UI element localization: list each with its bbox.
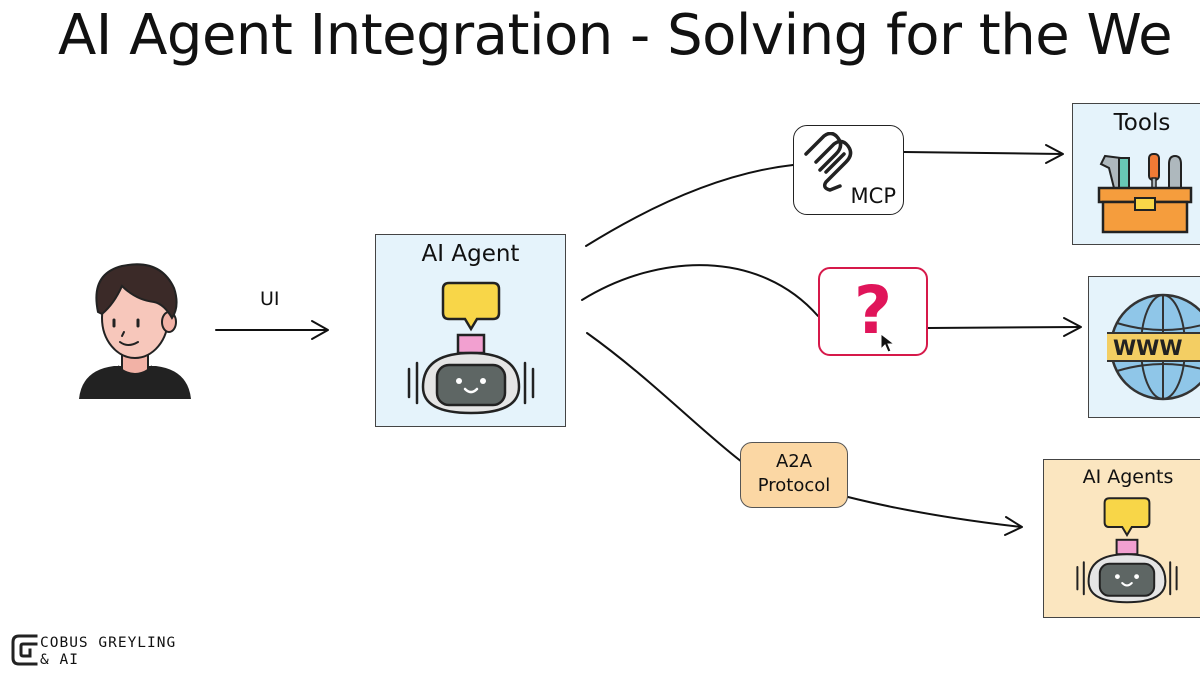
mcp-label: MCP (850, 184, 896, 208)
mcp-logo-icon (804, 132, 853, 192)
speech-bubble-icon (1103, 497, 1151, 537)
ai-agent-title: AI Agent (421, 241, 520, 267)
question-mark: ? (853, 272, 893, 349)
globe-icon: WWW (1107, 293, 1200, 401)
unknown-integration-node: ? (818, 267, 928, 356)
edge-label-ui: UI (260, 288, 280, 310)
person-avatar-icon (79, 263, 191, 399)
ai-agent-node: AI Agent (375, 234, 566, 427)
web-node: WWW (1088, 276, 1200, 418)
www-label: WWW (1113, 336, 1183, 360)
cursor-icon (880, 333, 896, 353)
a2a-label-line1: A2A (775, 451, 813, 472)
tools-node: Tools (1072, 103, 1200, 245)
brand-name: COBUS GREYLING& AI (40, 635, 176, 669)
mcp-node: MCP (793, 125, 904, 215)
brand-logo-icon (11, 634, 38, 666)
arrowhead-a2a-agents (1004, 516, 1023, 536)
edge-agent-mcp (585, 164, 794, 247)
a2a-protocol-node: A2A Protocol (740, 442, 848, 508)
ai-agents-title: AI Agents (1082, 466, 1174, 488)
edge-agent-unknown (581, 264, 819, 317)
arrowhead-user-agent (311, 320, 329, 340)
speech-bubble-icon (441, 281, 501, 332)
toolbox-icon (1097, 153, 1193, 234)
edge-mcp-tools (903, 151, 1063, 155)
edge-a2a-agents (847, 496, 1022, 528)
brand-line1: COBUS GREYLING (40, 635, 177, 651)
brand-line2: & AI (40, 652, 79, 668)
robot-icon (1076, 497, 1178, 604)
page-title: AI Agent Integration - Solving for the W… (58, 3, 1173, 68)
edge-agent-a2a (586, 332, 743, 463)
robot-icon (407, 281, 535, 415)
tools-title: Tools (1113, 110, 1171, 136)
arrowhead-mcp-tools (1045, 144, 1064, 164)
arrowhead-unknown-web (1063, 317, 1082, 337)
edge-unknown-web (927, 326, 1081, 329)
ai-agents-node: AI Agents (1043, 459, 1200, 618)
a2a-label-line2: Protocol (757, 475, 831, 496)
